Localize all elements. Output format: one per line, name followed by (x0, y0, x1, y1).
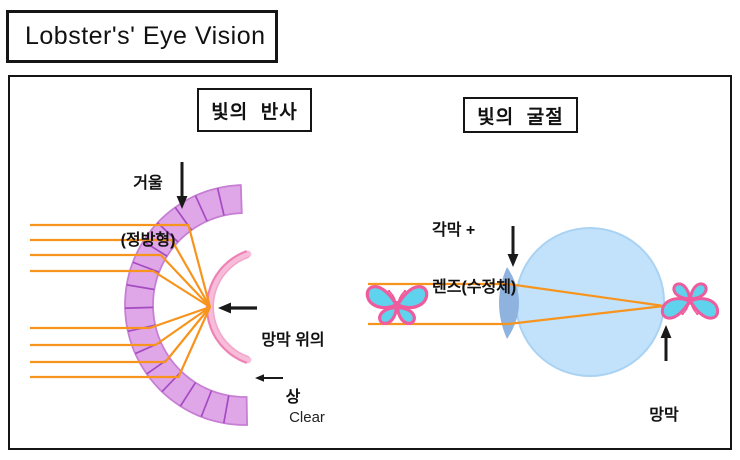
mirror-facet-line (132, 261, 160, 274)
light-ray (30, 306, 211, 364)
wing (365, 285, 398, 310)
clear-zone-label: Clear zone (289, 409, 325, 426)
cornea-lens-label: 각막 + 렌즈(수정체) (432, 222, 517, 296)
light-ray (30, 223, 212, 308)
mirror-facet-line (216, 187, 225, 216)
wing (396, 285, 429, 310)
butterfly-object (365, 285, 429, 325)
wing (689, 282, 708, 301)
right-panel-heading-box: 빛의 굴절 (463, 97, 578, 133)
wing (660, 297, 691, 320)
butterfly-image-inverted (660, 282, 720, 320)
mirror-facet-line (200, 390, 213, 418)
annotation-arrow (255, 374, 283, 382)
main-title: Lobster's' Eye Vision (25, 22, 266, 50)
mirror-label: 거울 (정방형) (120, 175, 176, 249)
light-ray (30, 306, 212, 379)
light-rays-reflection (30, 223, 212, 379)
mirror-facet-line (125, 306, 154, 309)
wing (396, 305, 416, 325)
light-rays-refraction (368, 282, 665, 326)
body (687, 293, 693, 306)
retina-image-label-right: 망막 위의 상 (649, 407, 679, 424)
light-ray (368, 304, 665, 326)
mirror-facet-line (161, 370, 182, 393)
light-ray (368, 282, 665, 308)
retina-image-label-left: 망막 위의 상 (261, 332, 325, 406)
mirror-facet-line (222, 395, 230, 424)
light-ray (30, 306, 211, 347)
main-title-box: Lobster's' Eye Vision (6, 10, 278, 63)
light-ray (30, 269, 211, 308)
wing (378, 305, 398, 325)
mirror-facet-line (194, 195, 208, 222)
light-ray (30, 305, 211, 330)
light-ray (30, 253, 211, 308)
annotation-arrow (176, 162, 188, 209)
wing (672, 282, 691, 301)
annotation-arrow (218, 302, 257, 314)
right-panel-heading: 빛의 굴절 (477, 106, 564, 128)
annotation-arrow (507, 226, 519, 267)
body (394, 300, 400, 313)
mirror-facet-line (179, 382, 197, 407)
light-ray (30, 238, 211, 308)
left-panel-heading: 빛의 반사 (211, 101, 298, 123)
left-panel-heading-box: 빛의 반사 (197, 88, 312, 132)
annotation-arrow (660, 325, 672, 361)
mirror-facet-line (142, 240, 168, 257)
wing (689, 297, 720, 320)
mirror-facet-line (126, 283, 155, 291)
